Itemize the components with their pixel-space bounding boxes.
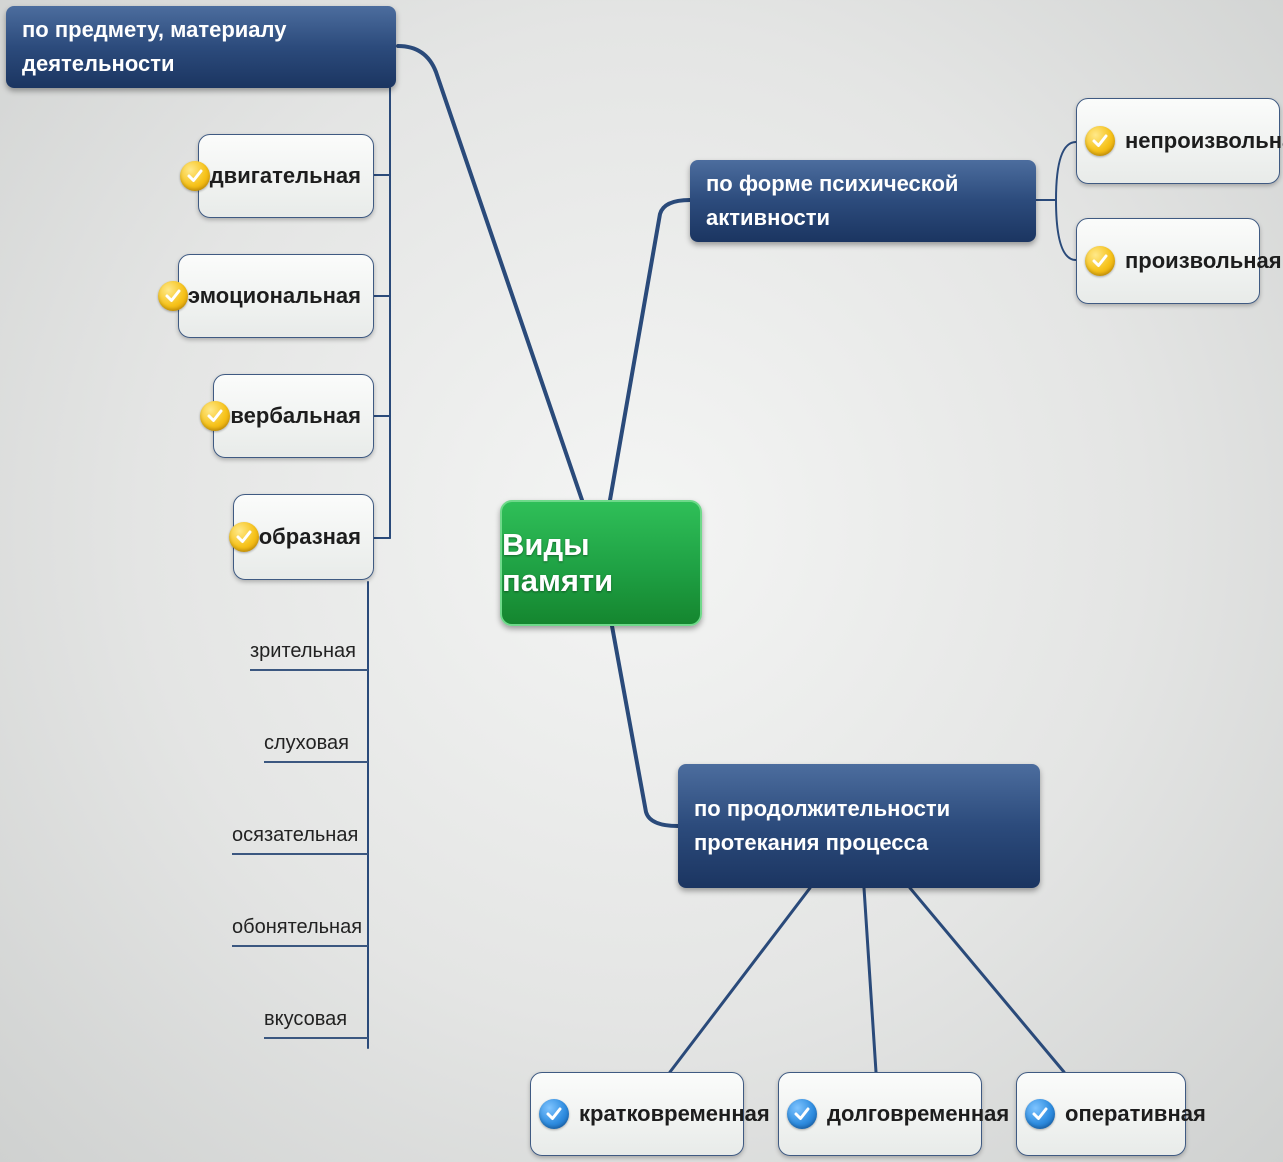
topic-form[interactable]: по форме психической активности bbox=[690, 160, 1036, 242]
topic-subject-label: по предмету, материалу деятельности bbox=[22, 16, 287, 76]
topic-subject[interactable]: по предмету, материалу деятельности bbox=[6, 6, 396, 88]
central-topic-label: Виды памяти bbox=[502, 527, 614, 598]
leaf-label: оперативная bbox=[1065, 1101, 1206, 1126]
subtopic-visual[interactable]: зрительная bbox=[250, 640, 368, 671]
subtopic-label: зрительная bbox=[250, 640, 356, 662]
connector-center-duration bbox=[610, 624, 680, 828]
central-topic[interactable]: Виды памяти bbox=[500, 500, 702, 626]
check-badge-icon bbox=[539, 1099, 569, 1129]
check-badge-icon bbox=[228, 522, 259, 552]
leaf-verbal[interactable]: вербальная bbox=[200, 374, 374, 458]
check-badge-icon bbox=[179, 161, 210, 191]
connector-form-fork bbox=[1035, 141, 1077, 261]
subtopic-auditory[interactable]: слуховая bbox=[264, 732, 368, 763]
check-badge-icon bbox=[787, 1099, 817, 1129]
leaf-label: вербальная bbox=[230, 403, 361, 428]
leaf-short-term[interactable]: кратковременная bbox=[530, 1072, 770, 1156]
topic-duration[interactable]: по продолжительности протекания процесса bbox=[678, 764, 1040, 888]
topic-form-label: по форме психической активности bbox=[706, 170, 959, 230]
leaf-motor[interactable]: двигательная bbox=[179, 134, 374, 218]
leaf-label: непроизвольная bbox=[1125, 128, 1283, 153]
leaf-long-term[interactable]: долговременная bbox=[778, 1072, 1009, 1156]
leaf-label: долговременная bbox=[827, 1101, 1010, 1126]
check-badge-icon bbox=[200, 401, 231, 431]
leaf-imagery[interactable]: образная bbox=[228, 494, 374, 580]
connector-duration-short bbox=[668, 886, 812, 1074]
leaf-label: образная bbox=[258, 524, 361, 549]
subtopic-tactile[interactable]: осязательная bbox=[232, 824, 368, 855]
connector-center-subject bbox=[396, 44, 584, 502]
check-badge-icon bbox=[1085, 126, 1115, 156]
leaf-label: произвольная bbox=[1125, 248, 1282, 273]
leaf-label: эмоциональная bbox=[187, 283, 361, 308]
subtopic-label: вкусовая bbox=[264, 1008, 348, 1030]
subtopic-olfactory[interactable]: обонятельная bbox=[232, 916, 368, 947]
check-badge-icon bbox=[157, 281, 188, 311]
leaf-emotional[interactable]: эмоциональная bbox=[157, 254, 374, 338]
subtopic-label: осязательная bbox=[232, 824, 359, 846]
leaf-operative[interactable]: оперативная bbox=[1016, 1072, 1206, 1156]
subtopic-label: обонятельная bbox=[232, 916, 363, 938]
leaf-label: кратковременная bbox=[579, 1101, 770, 1126]
subtopic-gustatory[interactable]: вкусовая bbox=[264, 1008, 368, 1039]
check-badge-icon bbox=[1085, 246, 1115, 276]
check-badge-icon bbox=[1025, 1099, 1055, 1129]
topic-duration-label: по продолжительности протекания процесса bbox=[694, 795, 951, 855]
connector-duration-long bbox=[862, 886, 878, 1074]
connector-duration-operative bbox=[908, 886, 1066, 1074]
subtopic-label: слуховая bbox=[264, 732, 349, 754]
leaf-label: двигательная bbox=[209, 163, 361, 188]
connector-center-form bbox=[608, 198, 692, 502]
leaf-involuntary[interactable]: непроизвольная bbox=[1076, 98, 1283, 184]
leaf-voluntary[interactable]: произвольная bbox=[1076, 218, 1282, 304]
